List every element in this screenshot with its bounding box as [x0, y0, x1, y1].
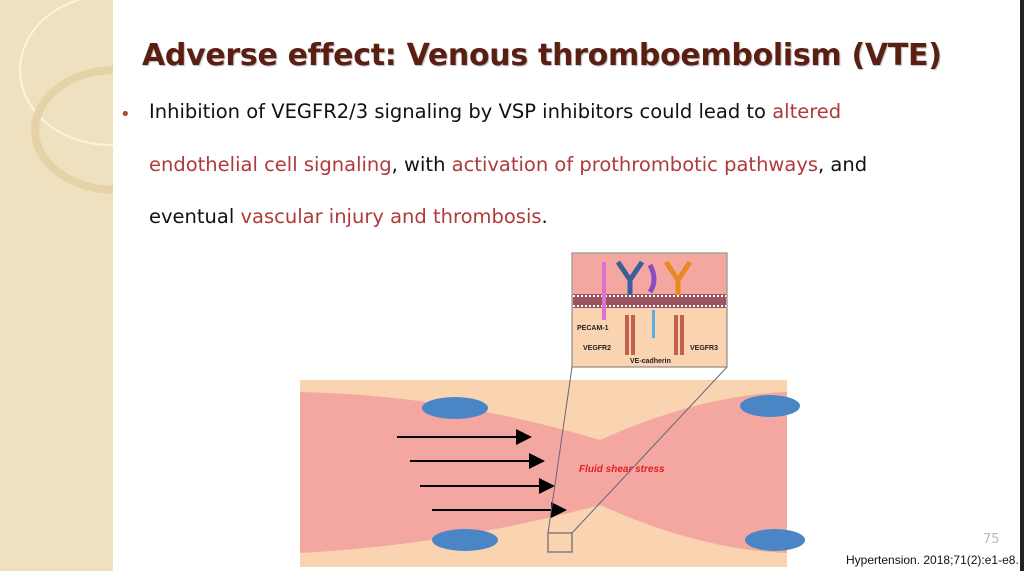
text: Inhibition of VEGFR2/3 signaling by VSP … [149, 100, 773, 123]
endothelium-bottom [300, 505, 787, 567]
highlight-text: altered [772, 100, 842, 123]
citation: Hypertension. 2018;71(2):e1-e8. [846, 553, 1019, 567]
vegfr2-label: VEGFR2 [583, 345, 611, 352]
bullet-line-1: Inhibition of VEGFR2/3 signaling by VSP … [149, 100, 841, 123]
cell-nucleus [422, 397, 488, 419]
bullet-icon: • [120, 104, 131, 125]
shear-label: Fluid shear stress [579, 464, 665, 475]
text: , and [818, 153, 868, 176]
endothelium-top [300, 380, 787, 440]
text: , with [391, 153, 452, 176]
vecadherin-label: VE-cadherin [630, 358, 671, 365]
right-border [1020, 0, 1024, 571]
text: . [541, 205, 548, 228]
cell-nucleus [745, 529, 805, 551]
highlight-text: activation of prothrombotic pathways [451, 153, 819, 176]
slide-title: Adverse effect: Venous thromboembolism (… [142, 38, 942, 73]
flow-arrows [397, 429, 567, 518]
bullet-line-2: endothelial cell signaling, with activat… [149, 153, 867, 176]
page-number: 75 [983, 532, 1000, 547]
membrane-inset: PECAM-1 VEGFR2 VE-cadherin VEGFR3 [571, 252, 728, 368]
cell-nucleus [740, 395, 800, 417]
vegfr3-label: VEGFR3 [690, 345, 718, 352]
highlight-text: vascular injury and thrombosis [240, 205, 542, 228]
highlight-text: endothelial cell signaling [149, 153, 392, 176]
cell-nucleus [432, 529, 498, 551]
zoom-region-box [547, 532, 573, 553]
text: eventual [149, 205, 241, 228]
bullet-line-3: eventual vascular injury and thrombosis. [149, 205, 548, 228]
pecam-label: PECAM-1 [577, 325, 609, 332]
